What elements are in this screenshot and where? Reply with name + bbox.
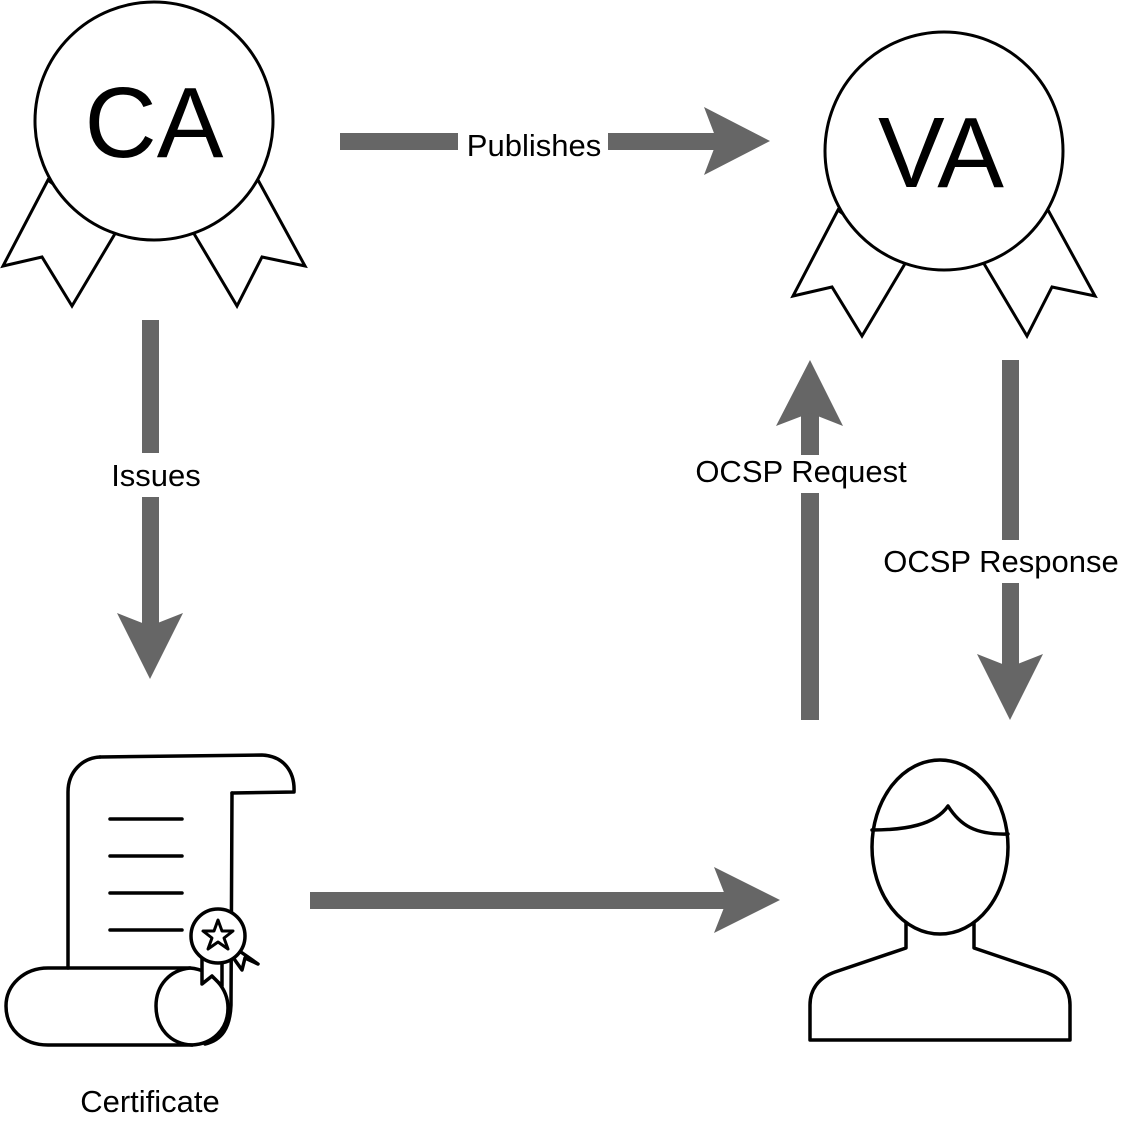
publishes-arrow: [340, 107, 770, 175]
user-hair-line: [870, 804, 1010, 836]
publishes-label: Publishes: [467, 128, 601, 163]
ocsp-request-arrow-head: [776, 360, 843, 426]
seal-circle: [189, 907, 247, 965]
certificate-to-user-arrow-head: [714, 867, 780, 933]
va-node: VA: [790, 30, 1098, 340]
va-label: VA: [878, 97, 1004, 209]
ca-label: CA: [85, 67, 224, 179]
ocsp-response-arrow-head: [977, 654, 1043, 720]
user-body: [808, 913, 1072, 1042]
ca-badge-circle: [33, 0, 275, 242]
issues-arrow: [117, 320, 183, 679]
ca-node: CA: [0, 0, 308, 310]
ocsp-response-label: OCSP Response: [883, 544, 1119, 579]
va-badge-circle: [823, 30, 1065, 272]
certificate-label: Certificate: [80, 1084, 220, 1119]
issues-label: Issues: [111, 458, 201, 493]
certificate-to-user-arrow-shaft: [310, 892, 728, 909]
scroll-bottom-roll: [4, 966, 230, 1047]
ocsp-request-arrow-shaft-bottom: [801, 493, 819, 720]
user-icon: [808, 758, 1072, 1042]
ocsp-request-arrow: [776, 360, 843, 720]
va-award-ribbon-icon: [790, 30, 1098, 340]
certificate-seal-icon: [189, 907, 260, 988]
certificate-to-user-arrow: [310, 867, 780, 933]
ocsp-response-arrow-shaft-top: [1002, 360, 1019, 540]
certificate-scroll-icon: [4, 753, 296, 1047]
issues-arrow-head: [117, 613, 183, 679]
publishes-arrow-head: [704, 107, 770, 175]
certificate-node: Certificate: [4, 753, 296, 1119]
scroll-body: [66, 755, 234, 1046]
user-node: [808, 758, 1072, 1042]
ocsp-response-arrow-shaft-bottom: [1002, 583, 1019, 668]
seal-star-icon: [201, 918, 235, 951]
scroll-top-curl: [98, 753, 296, 795]
ocsp-request-arrow-shaft-top: [801, 410, 819, 455]
issues-arrow-shaft-bottom: [142, 497, 159, 627]
publishes-arrow-shaft-right: [608, 133, 718, 150]
issues-arrow-shaft-top: [142, 320, 159, 453]
scroll-bottom-roll-inner: [154, 966, 194, 1047]
ca-award-ribbon-icon: [0, 0, 308, 310]
user-head: [870, 758, 1010, 936]
ocsp-request-label: OCSP Request: [695, 454, 907, 489]
publishes-arrow-shaft-left: [340, 133, 458, 150]
ocsp-response-arrow: [977, 360, 1043, 720]
